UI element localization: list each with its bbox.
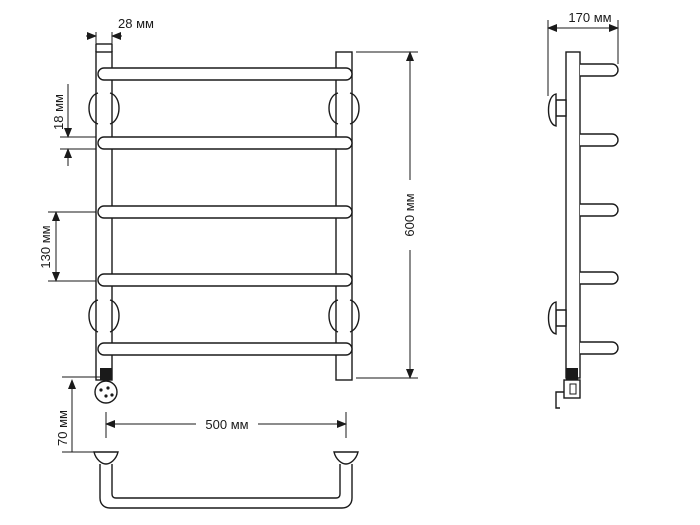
dim-total-height: 600 мм: [356, 51, 418, 379]
dim-total-width: 500 мм: [105, 412, 347, 438]
side-wall-mounts: [547, 93, 567, 335]
rung: [97, 205, 353, 219]
dim-bracket-width: 28 мм: [86, 16, 154, 44]
side-heating-element: [555, 368, 581, 409]
dim-label-600: 600 мм: [402, 193, 417, 236]
front-view: 28 мм 18 мм 130 мм 70 мм: [38, 16, 418, 509]
dim-label-70: 70 мм: [55, 410, 70, 446]
rung: [97, 342, 353, 356]
dim-label-170: 170 мм: [568, 10, 611, 25]
rung: [97, 273, 353, 287]
dim-label-500: 500 мм: [205, 417, 248, 432]
dim-label-28: 28 мм: [118, 16, 154, 31]
top-view: [93, 451, 359, 509]
side-rung: [580, 341, 619, 355]
dim-bar-height: 18 мм: [51, 84, 96, 166]
side-rung: [580, 133, 619, 147]
side-rung: [580, 63, 619, 77]
rungs: [97, 67, 353, 356]
heating-element: [94, 368, 118, 404]
side-view: 170 мм: [547, 10, 619, 409]
rung: [97, 67, 353, 81]
side-rung: [580, 203, 619, 217]
side-rungs: [580, 63, 619, 355]
wall-brackets: [88, 92, 360, 333]
dim-depth: 170 мм: [547, 10, 619, 96]
dim-label-18: 18 мм: [51, 94, 66, 130]
rung: [97, 136, 353, 150]
side-rung: [580, 271, 619, 285]
side-post: [565, 51, 581, 379]
dim-bottom-offset: 70 мм: [55, 376, 100, 453]
dim-label-130: 130 мм: [38, 225, 53, 268]
dim-bar-spacing: 130 мм: [38, 211, 96, 282]
